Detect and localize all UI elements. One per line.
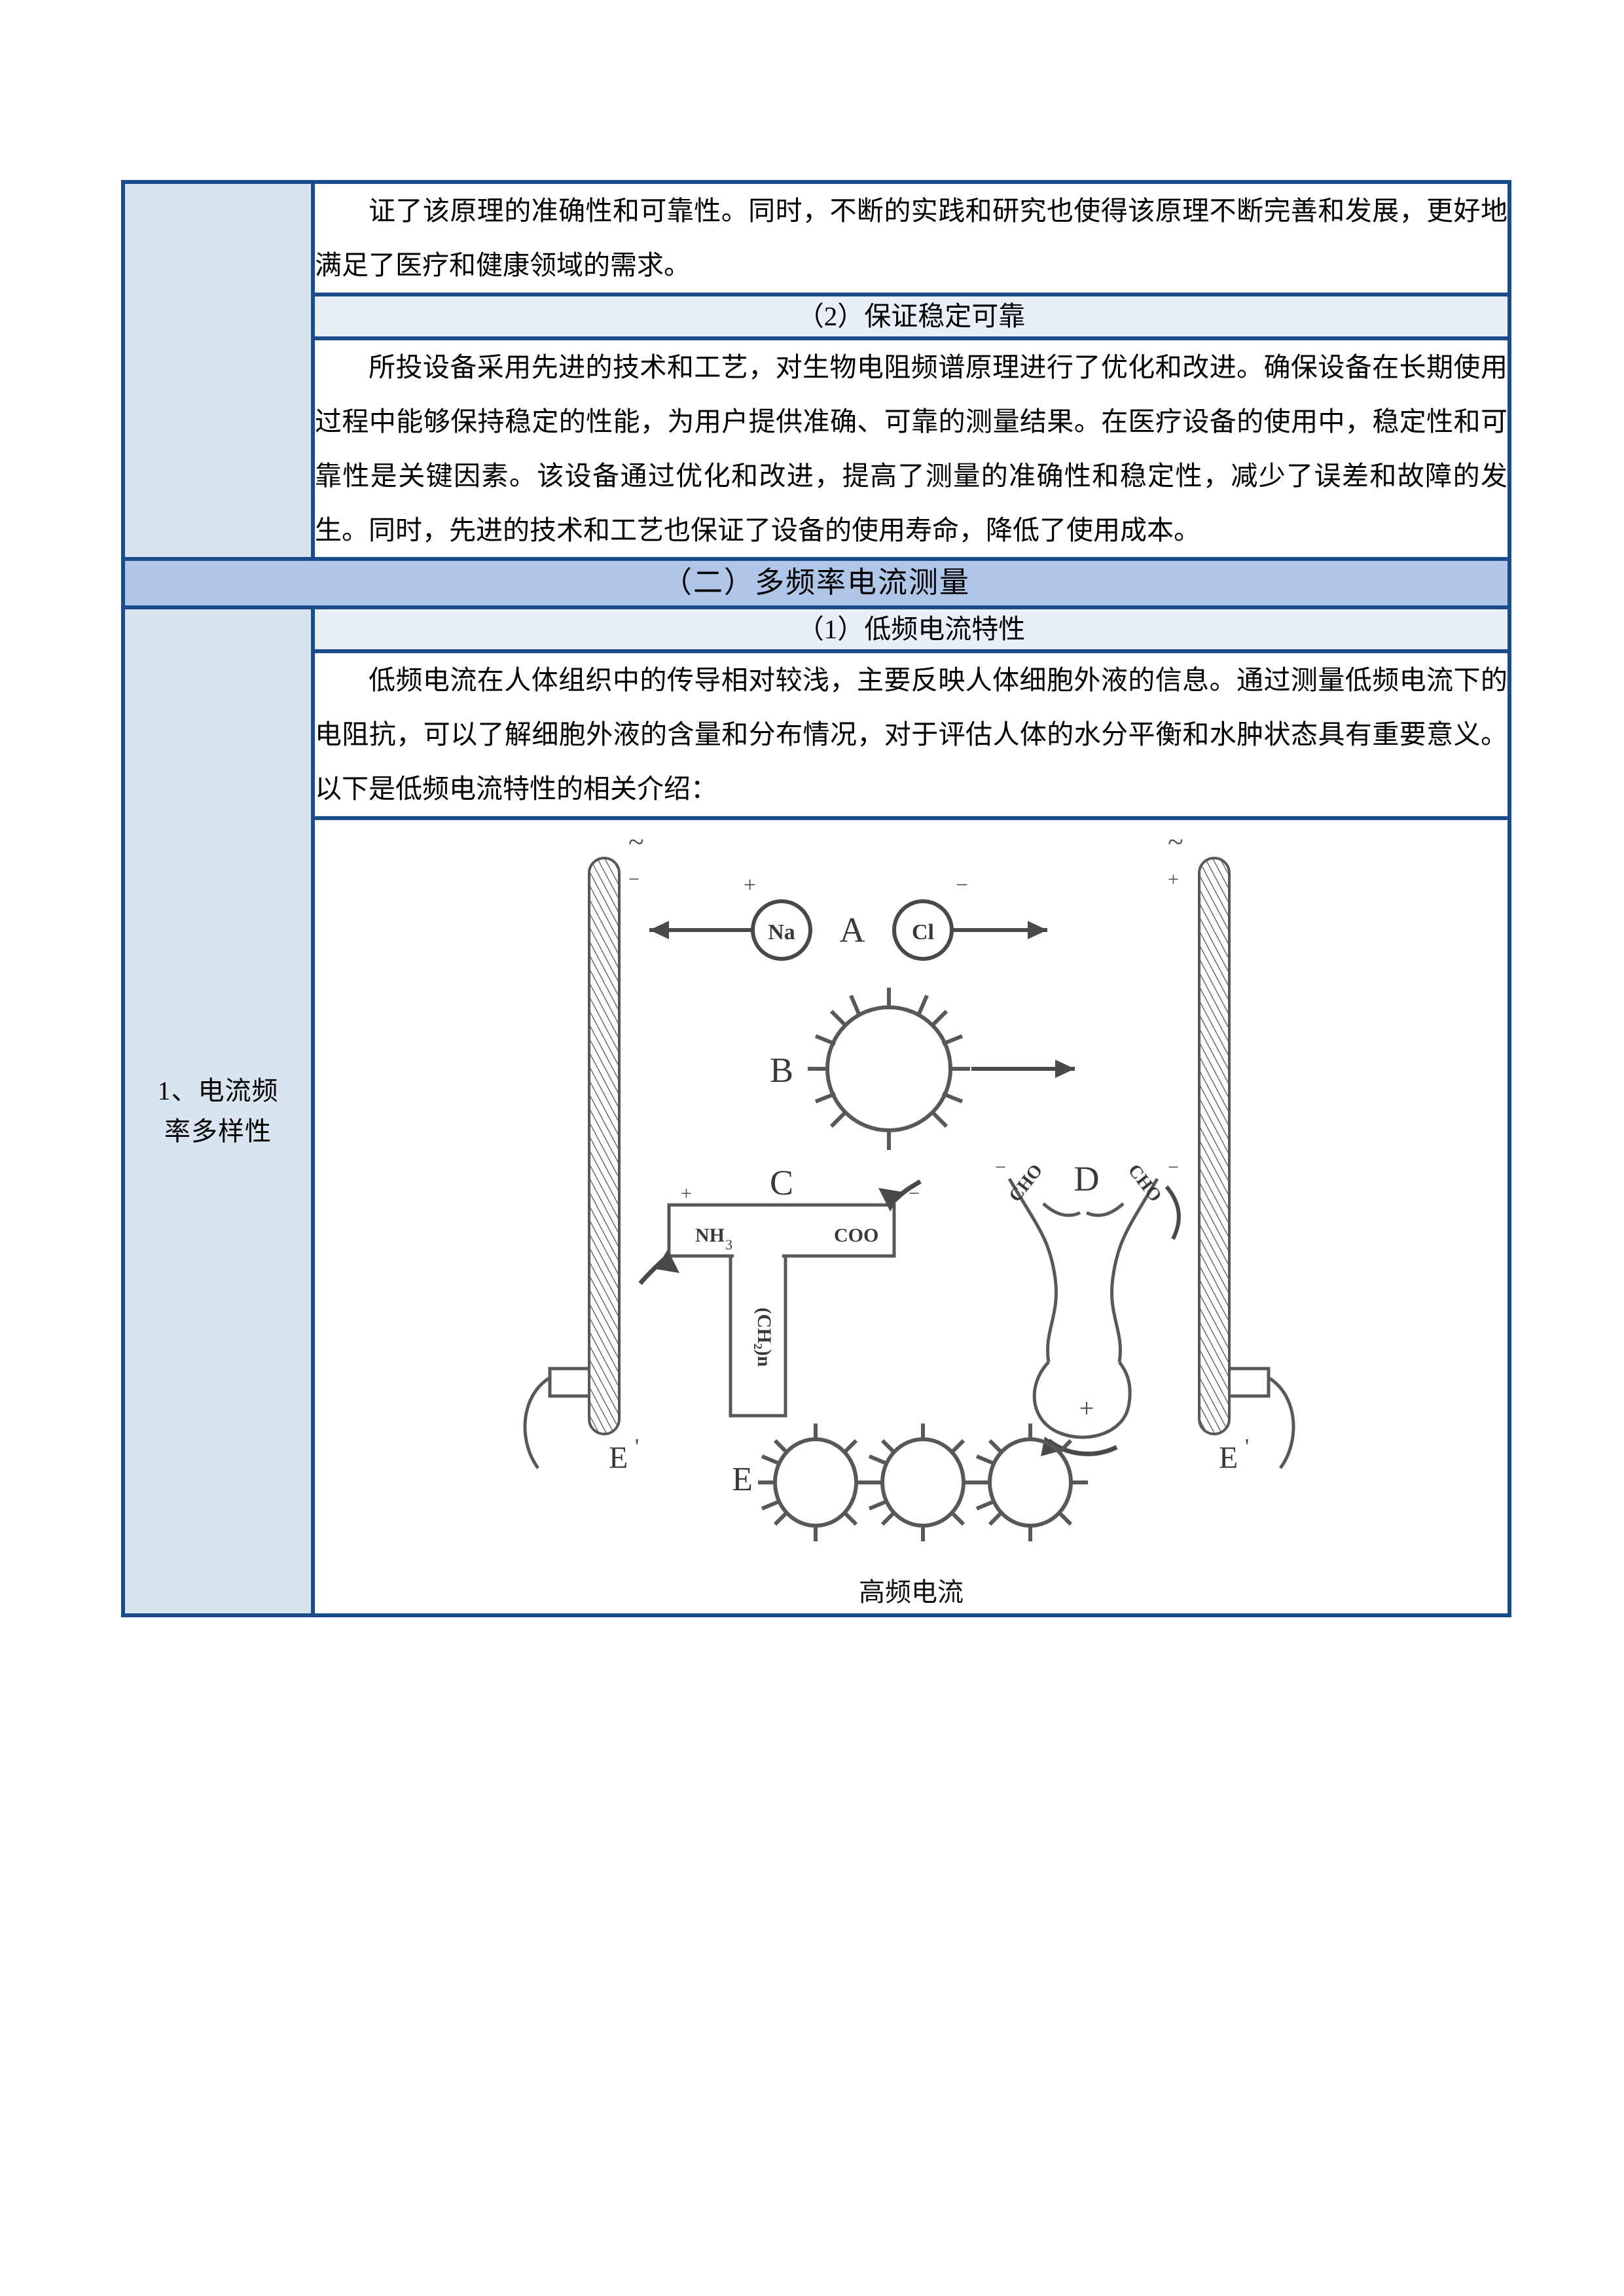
label-cell-current-frequency-diversity: 1、电流频 率多样性: [121, 605, 315, 1617]
svg-text:B: B: [770, 1050, 793, 1090]
svg-text:D: D: [1074, 1159, 1100, 1198]
group-e-cells: E: [732, 1423, 1088, 1541]
svg-text:E: E: [1219, 1441, 1238, 1475]
table-row: （二）多频率电流测量: [121, 557, 1511, 609]
paragraph-continued: 证了该原理的准确性和可靠性。同时，不断的实践和研究也使得该原理不断完善和发展，更…: [315, 196, 1507, 280]
svg-text:': ': [1245, 1435, 1249, 1459]
paragraph-stability: 所投设备采用先进的技术和工艺，对生物电阻频谱原理进行了优化和改进。确保设备在长期…: [315, 352, 1507, 545]
svg-text:E: E: [609, 1441, 628, 1475]
svg-text:+: +: [681, 1183, 692, 1204]
subheading-low-frequency-characteristics: （1）低频电流特性: [311, 605, 1511, 654]
table-row: 证了该原理的准确性和可靠性。同时，不断的实践和研究也使得该原理不断完善和发展，更…: [121, 179, 1511, 562]
svg-text:−: −: [956, 873, 968, 897]
label-cell-empty: [121, 179, 315, 562]
svg-text:A: A: [840, 910, 865, 950]
svg-text:E: E: [732, 1461, 753, 1498]
electrode-right-icon: ~ + E ': [1168, 826, 1295, 1475]
svg-text:COO: COO: [834, 1225, 878, 1246]
electrode-left-icon: ~ − E ': [523, 826, 644, 1475]
group-a-ions: Na + A Cl −: [649, 873, 1047, 961]
cell-stability-paragraph: 所投设备采用先进的技术和工艺，对生物电阻频谱原理进行了优化和改进。确保设备在长期…: [311, 336, 1511, 562]
svg-text:~: ~: [1168, 826, 1183, 858]
svg-text:Na: Na: [768, 920, 795, 944]
group-b-charged-cell: B: [770, 987, 1075, 1150]
table-row: 1、电流频 率多样性 （1）低频电流特性: [121, 605, 1511, 1617]
table-row: ~ − E ' ~: [123, 816, 1511, 1617]
paragraph-low-frequency: 低频电流在人体组织中的传导相对较浅，主要反映人体细胞外液的信息。通过测量低频电流…: [315, 665, 1507, 804]
svg-text:C: C: [770, 1163, 793, 1202]
section-band-multifrequency: （二）多频率电流测量: [121, 557, 1511, 609]
cell-continued-paragraph: 证了该原理的准确性和可靠性。同时，不断的实践和研究也使得该原理不断完善和发展，更…: [311, 180, 1511, 296]
table-row: 低频电流在人体组织中的传导相对较浅，主要反映人体细胞外液的信息。通过测量低频电流…: [123, 649, 1511, 820]
group-c-amino-acid: C NH 3 + COO −: [638, 1163, 922, 1418]
svg-text:Cl: Cl: [912, 920, 934, 944]
cell-figure: ~ − E ' ~: [311, 816, 1511, 1617]
figure-caption: 高频电流: [859, 1577, 964, 1607]
svg-text:(CH₂)n: (CH₂)n: [753, 1307, 775, 1367]
table-row: 所投设备采用先进的技术和工艺，对生物电阻频谱原理进行了优化和改进。确保设备在长期…: [123, 336, 1511, 562]
high-frequency-current-diagram: ~ − E ' ~: [473, 819, 1350, 1560]
svg-text:': ': [635, 1435, 639, 1459]
cell-low-frequency-paragraph: 低频电流在人体组织中的传导相对较浅，主要反映人体细胞外液的信息。通过测量低频电流…: [311, 649, 1511, 820]
svg-text:+: +: [1168, 869, 1179, 890]
figure-wrap: ~ − E ' ~: [466, 819, 1356, 1613]
svg-text:3: 3: [725, 1236, 732, 1253]
table-row: （2）保证稳定可靠: [123, 292, 1511, 341]
svg-text:~: ~: [628, 826, 644, 858]
svg-text:−: −: [995, 1157, 1006, 1178]
label-text-current-frequency-diversity: 1、电流频 率多样性: [157, 1075, 279, 1146]
svg-text:−: −: [628, 869, 640, 890]
svg-text:−: −: [1168, 1157, 1179, 1178]
content-table: 证了该原理的准确性和可靠性。同时，不断的实践和研究也使得该原理不断完善和发展，更…: [121, 179, 1511, 1617]
svg-text:+: +: [1079, 1393, 1094, 1423]
svg-text:+: +: [744, 873, 756, 897]
subheading-guarantee-stability: （2）保证稳定可靠: [311, 292, 1511, 341]
svg-text:NH: NH: [695, 1225, 725, 1246]
